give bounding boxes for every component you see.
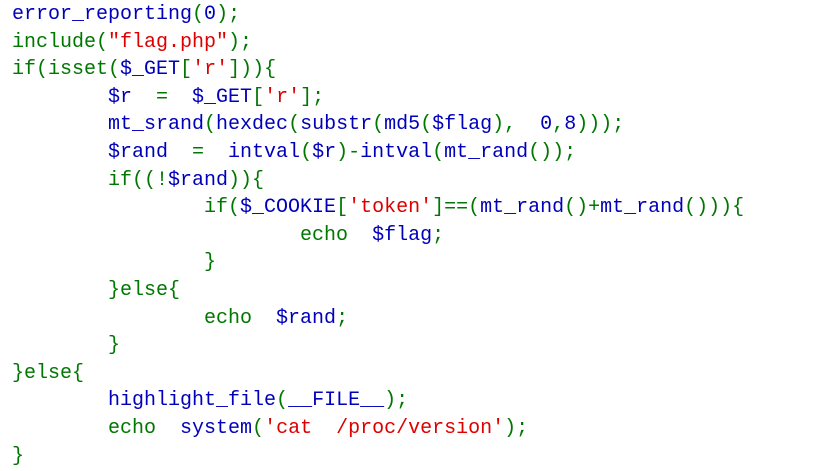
code-token: }else{ (12, 278, 181, 302)
code-token: ()+ (564, 196, 601, 220)
code-token: ))); (576, 113, 625, 137)
code-token: $r (108, 85, 133, 109)
code-token: [ (336, 196, 349, 220)
code-line: error_reporting(0); (12, 1, 823, 29)
code-token: $_GET (192, 85, 253, 109)
code-token: $rand (276, 306, 337, 330)
code-token: system (180, 416, 253, 440)
code-line: echo $rand; (12, 305, 823, 333)
code-token: 'token' (348, 196, 433, 220)
code-token: }else{ (12, 361, 85, 385)
code-line: if(isset($_GET['r'])){ (12, 56, 823, 84)
code-token: ( (372, 113, 385, 137)
code-token (12, 113, 108, 136)
code-token: $rand (108, 140, 169, 164)
code-line: } (12, 249, 823, 277)
code-line: }else{ (12, 277, 823, 305)
code-token: ); (216, 3, 241, 26)
code-token: 'r' (264, 85, 301, 109)
code-token: intval (228, 140, 301, 164)
code-token: $r (312, 140, 337, 164)
code-token: ); (504, 416, 529, 440)
code-token: substr (300, 113, 373, 137)
code-token: 'r' (192, 58, 229, 82)
code-token: $flag (432, 113, 493, 137)
code-token: ( (420, 113, 433, 137)
code-token: mt_rand (444, 140, 529, 164)
code-token: } (12, 444, 25, 468)
code-token: __FILE__ (288, 389, 385, 413)
code-token: echo (12, 223, 373, 247)
code-token: 8 (564, 113, 577, 137)
code-token: ), (492, 113, 541, 137)
code-token: ]; (300, 85, 325, 109)
code-line: if((!$rand)){ (12, 167, 823, 195)
code-token: } (12, 334, 121, 358)
code-token: error_reporting (12, 3, 193, 26)
code-token: $_GET (120, 58, 181, 82)
code-line: if($_COOKIE['token']==(mt_rand()+mt_rand… (12, 194, 823, 222)
code-token: ())){ (684, 196, 745, 220)
code-token: hexdec (216, 113, 289, 137)
code-token: if((! (12, 168, 169, 192)
code-token: mt_srand (108, 113, 205, 137)
code-token: mt_rand (480, 196, 565, 220)
code-token: ( (204, 113, 217, 137)
code-token: ); (228, 30, 253, 54)
code-token: "flag.php" (108, 30, 229, 54)
code-line: include("flag.php"); (12, 29, 823, 57)
code-token: = (132, 85, 193, 109)
code-token: ( (252, 416, 265, 440)
code-token: md5 (384, 113, 421, 137)
code-token: 0 (540, 113, 553, 137)
code-token: ( (288, 113, 301, 137)
code-token: echo (12, 306, 277, 330)
code-token: ()); (528, 140, 577, 164)
code-line: echo system('cat /proc/version'); (12, 415, 823, 443)
code-token: } (12, 251, 217, 275)
code-token: )- (336, 140, 361, 164)
code-token (12, 141, 108, 164)
code-line: }else{ (12, 360, 823, 388)
code-token: ]==( (432, 196, 481, 220)
code-token: [ (180, 58, 193, 82)
code-line: mt_srand(hexdec(substr(md5($flag), 0,8))… (12, 111, 823, 139)
code-token: highlight_file (108, 389, 277, 413)
code-token: ); (384, 389, 409, 413)
code-token: mt_rand (600, 196, 685, 220)
code-token: 'cat /proc/version' (264, 416, 505, 440)
code-token: 0 (204, 3, 217, 26)
code-token: ; (336, 306, 349, 330)
code-token: = (168, 140, 229, 164)
code-line: echo $flag; (12, 222, 823, 250)
code-token: ( (300, 140, 313, 164)
code-token: $rand (168, 168, 229, 192)
code-token: include( (12, 30, 109, 54)
code-token: echo (12, 416, 181, 440)
code-line: $rand = intval($r)-intval(mt_rand()); (12, 139, 823, 167)
code-token (12, 389, 108, 412)
code-token: ])){ (228, 58, 277, 82)
code-token: $flag (372, 223, 433, 247)
code-line: } (12, 332, 823, 360)
code-token: ( (432, 140, 445, 164)
code-token: if(isset( (12, 58, 121, 82)
php-source-code-block: error_reporting(0);include("flag.php");i… (12, 1, 823, 470)
code-token: )){ (228, 168, 265, 192)
code-line: } (12, 443, 823, 471)
code-token: , (552, 113, 565, 137)
code-token: if( (12, 196, 241, 220)
code-token: $_COOKIE (240, 196, 337, 220)
code-token (12, 86, 108, 109)
code-token: ( (192, 3, 205, 26)
code-token: ; (432, 223, 445, 247)
code-line: $r = $_GET['r']; (12, 84, 823, 112)
code-token: [ (252, 85, 265, 109)
code-token: ( (276, 389, 289, 413)
code-token: intval (360, 140, 433, 164)
code-line: highlight_file(__FILE__); (12, 387, 823, 415)
